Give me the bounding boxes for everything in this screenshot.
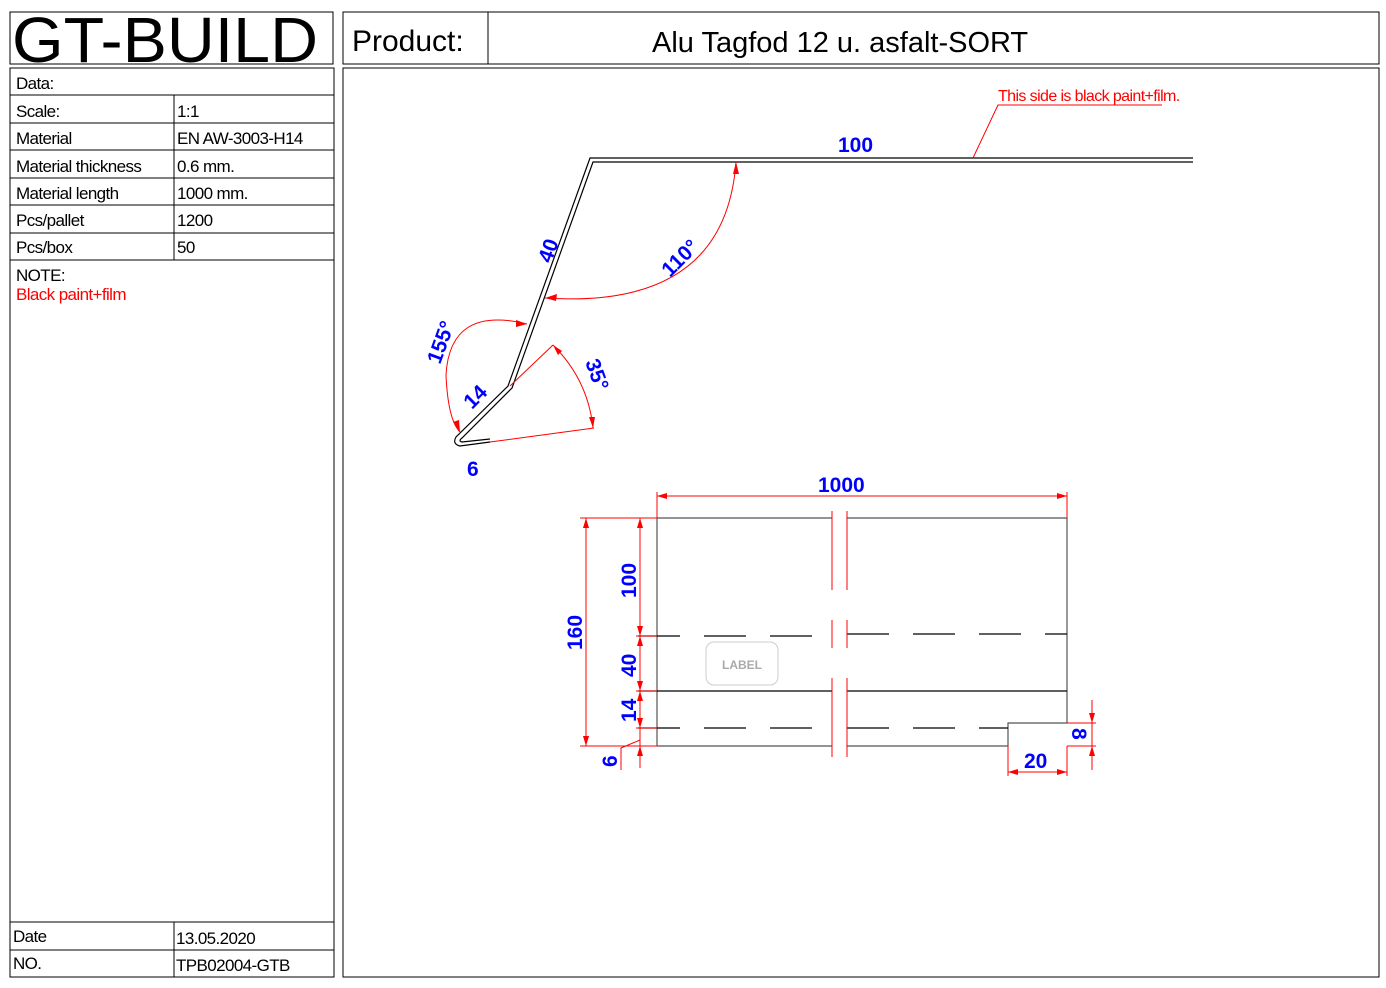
dim-short: 14 xyxy=(459,381,492,414)
row-value: EN AW-3003-H14 xyxy=(177,129,303,148)
dim-notch-width: 20 xyxy=(1024,750,1047,773)
note-text: Black paint+film xyxy=(16,285,126,304)
info-table xyxy=(9,67,335,978)
dim-angle-top: 110° xyxy=(657,235,703,281)
profile-section: This side is black paint+film. 100 40 11… xyxy=(423,88,1193,481)
logo-box xyxy=(9,11,334,65)
dim-40: 40 xyxy=(618,654,641,677)
row-value: 50 xyxy=(177,238,195,257)
row-value: 1200 xyxy=(177,211,213,230)
row-label: Material length xyxy=(16,184,119,203)
header-box xyxy=(342,11,1380,65)
drawing-frame xyxy=(342,67,1380,978)
dim-6: 6 xyxy=(599,755,622,767)
dim-angle-hook: 35° xyxy=(580,356,612,394)
row-label: Pcs/box xyxy=(16,238,73,257)
row-value: 0.6 mm. xyxy=(177,157,234,176)
plan-view: 1000 160 100 40 14 6 20 8 LABEL xyxy=(564,474,1096,776)
no-label: NO. xyxy=(13,954,41,973)
dim-top: 100 xyxy=(838,134,873,157)
annotation-text: This side is black paint+film. xyxy=(998,88,1180,105)
product-label: Product: xyxy=(352,25,464,58)
row-label: Material xyxy=(16,129,72,148)
dim-hook: 6 xyxy=(467,458,479,481)
label-stamp-text: LABEL xyxy=(722,658,762,672)
row-label: Scale: xyxy=(16,102,60,121)
label-stamp xyxy=(705,641,779,686)
date-label: Date xyxy=(13,927,47,946)
dim-100: 100 xyxy=(618,563,641,598)
no-value: TPB02004-GTB xyxy=(176,956,290,975)
dim-slope: 40 xyxy=(534,236,564,266)
row-value: 1:1 xyxy=(177,102,199,121)
dim-notch-height: 8 xyxy=(1067,728,1090,740)
dim-total: 160 xyxy=(564,615,587,650)
row-label: Pcs/pallet xyxy=(16,211,85,230)
logo: GT-BUILD xyxy=(12,4,318,76)
dim-length: 1000 xyxy=(818,474,865,497)
info-title: Data: xyxy=(16,74,54,93)
note-label: NOTE: xyxy=(16,266,65,285)
date-value: 13.05.2020 xyxy=(176,929,255,948)
product-name: Alu Tagfod 12 u. asfalt-SORT xyxy=(652,27,1028,59)
dim-14: 14 xyxy=(618,698,641,722)
row-value: 1000 mm. xyxy=(177,184,248,203)
row-label: Material thickness xyxy=(16,157,141,176)
